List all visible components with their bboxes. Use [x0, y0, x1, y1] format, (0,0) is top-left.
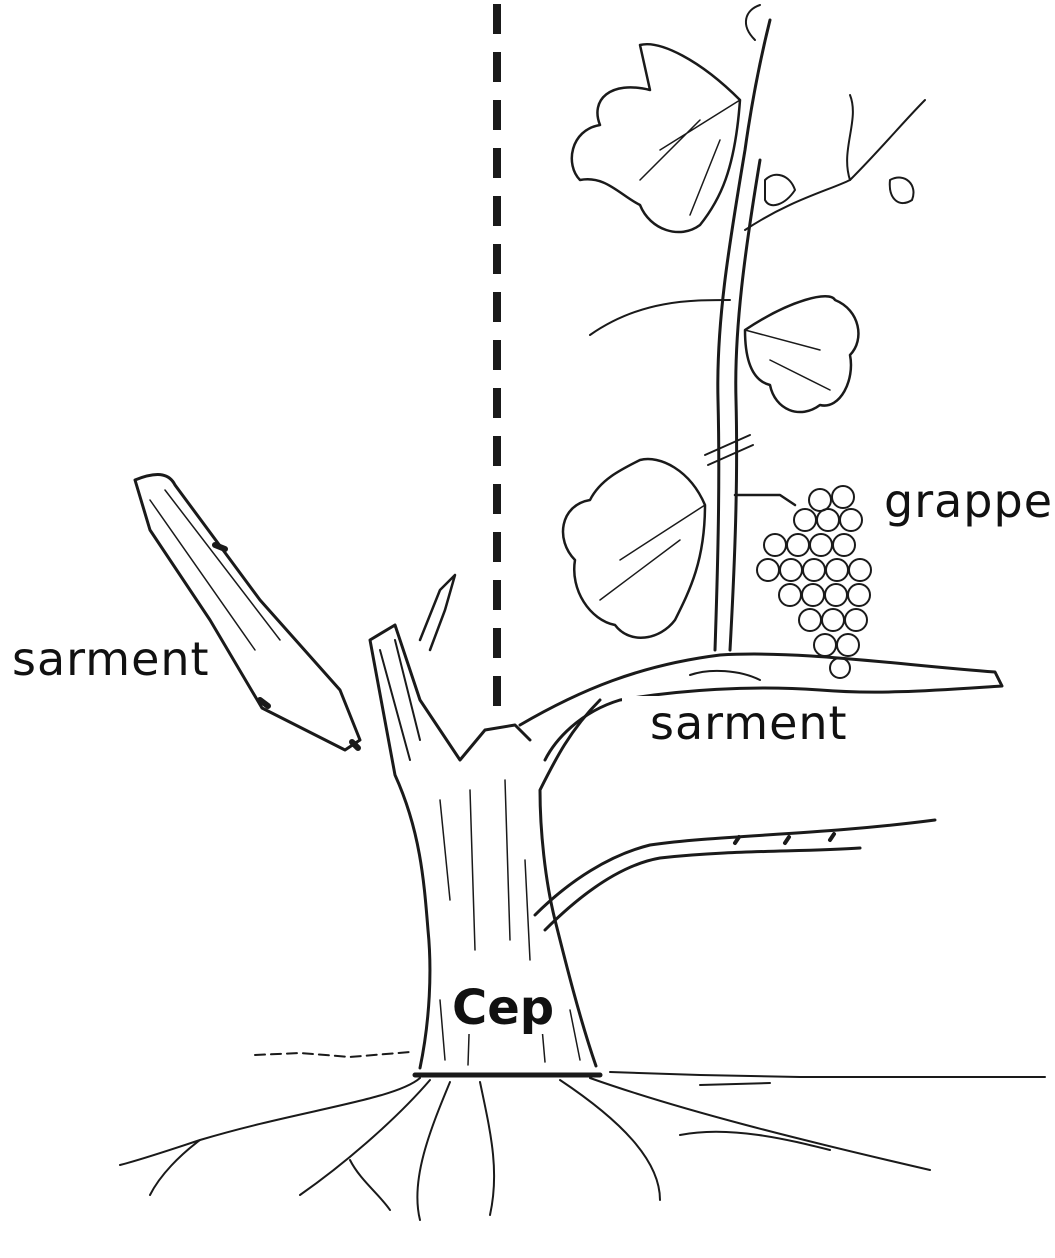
leaf-top — [572, 44, 740, 232]
label-grappe: grappe — [884, 478, 1053, 524]
green-shoot — [590, 5, 925, 650]
label-sarment-right: sarment — [622, 696, 878, 756]
leaf-middle — [745, 296, 858, 412]
label-cep: Cep — [446, 982, 560, 1034]
roots — [120, 1078, 930, 1220]
grape-cluster — [757, 486, 871, 678]
leaf-lower — [563, 459, 705, 638]
ground-line — [255, 1052, 1045, 1085]
small-leaf-1 — [765, 175, 795, 205]
right-lower-cane — [535, 820, 935, 930]
broken-spur — [420, 575, 455, 650]
left-cane — [135, 475, 360, 750]
label-sarment-left: sarment — [12, 636, 210, 682]
small-leaf-2 — [890, 178, 914, 204]
